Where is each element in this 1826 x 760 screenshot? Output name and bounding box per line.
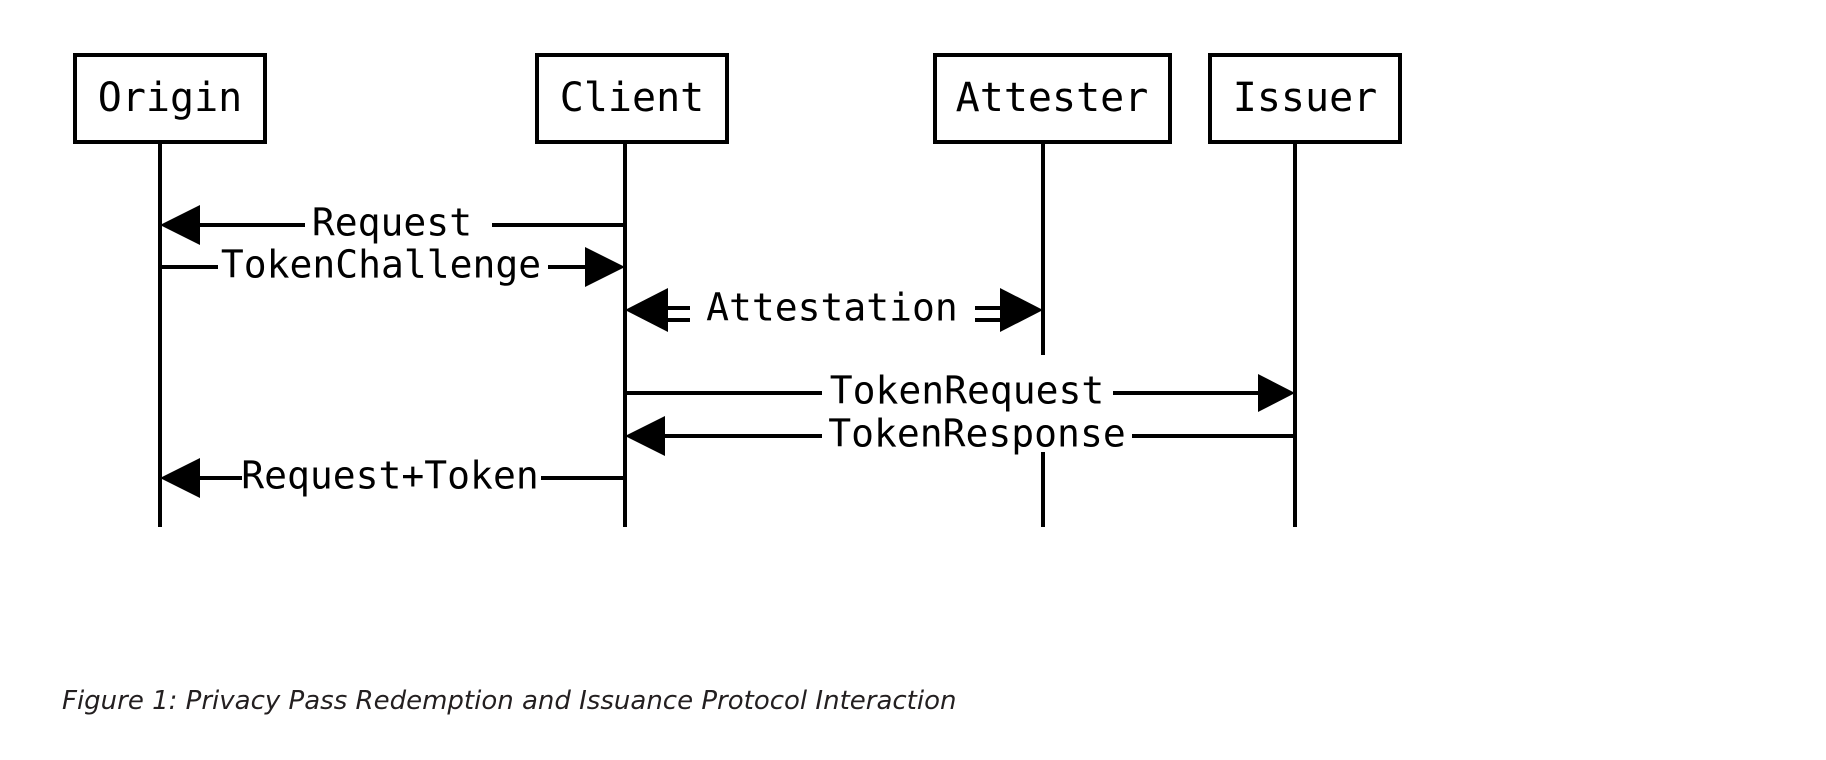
message-token-challenge-label: TokenChallenge [221,243,541,287]
participant-origin[interactable]: Origin [73,53,267,144]
message-request-token[interactable]: Request+Token [160,454,625,499]
participant-box-client [535,53,729,144]
message-attestation[interactable]: Attestation [625,286,1043,333]
message-attestation-label: Attestation [706,286,958,330]
figure-caption: Figure 1: Privacy Pass Redemption and Is… [62,686,957,716]
message-token-challenge-arrowhead [585,247,625,287]
message-token-response[interactable]: TokenResponse [625,412,1295,457]
participant-label-client: Client [560,75,705,121]
message-token-request-arrowhead [1258,374,1295,412]
message-token-request[interactable]: TokenRequest [625,369,1295,413]
message-token-request-label: TokenRequest [830,369,1105,413]
lifelines [158,142,1297,527]
sequence-diagram: Origin Client Attester Issuer Request [73,53,1402,527]
message-token-response-label: TokenResponse [828,412,1125,456]
participant-client[interactable]: Client [535,53,729,144]
participant-label-issuer: Issuer [1233,75,1378,121]
message-token-challenge[interactable]: TokenChallenge [160,243,625,288]
participant-issuer[interactable]: Issuer [1208,53,1402,144]
message-request-token-label: Request+Token [241,454,538,498]
participant-label-origin: Origin [98,75,243,121]
message-request-token-arrowhead [160,458,200,498]
message-token-response-arrowhead [625,416,665,456]
message-request[interactable]: Request [160,201,625,246]
message-request-arrowhead [160,205,200,245]
participant-attester[interactable]: Attester [933,53,1172,144]
message-attestation-arrowhead-left [625,288,668,332]
participant-box-attester [933,53,1172,144]
message-request-label: Request [312,201,472,245]
participant-box-issuer [1208,53,1402,144]
participant-label-attester: Attester [956,75,1149,121]
participant-box-origin [73,53,267,144]
message-attestation-arrowhead-right [1000,288,1043,332]
